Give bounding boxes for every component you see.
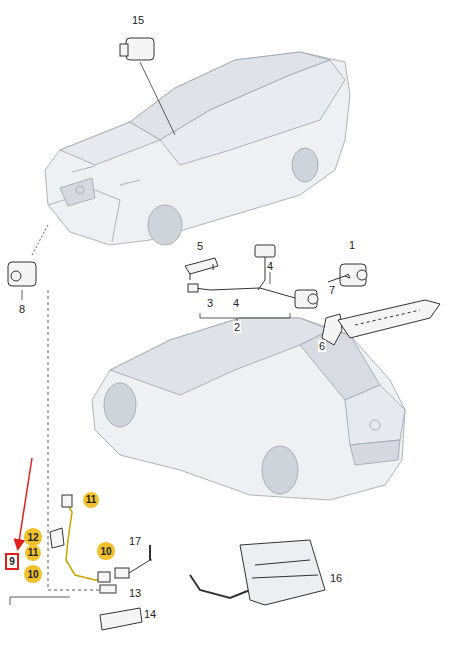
callout-number: 14 — [143, 608, 157, 620]
callout-number: 13 — [128, 587, 142, 599]
highlight-box: 9 — [5, 553, 19, 570]
callout-number: 1 — [348, 239, 356, 251]
callout-badge: 10 — [24, 565, 41, 582]
callout-number: 4 — [232, 297, 240, 309]
callout-number: 5 — [196, 240, 204, 252]
callout-number: 10 — [100, 546, 111, 557]
callout-number: 6 — [318, 340, 326, 352]
upper-car — [45, 52, 350, 245]
callout-number: 17 — [128, 535, 142, 547]
callout-number: 8 — [18, 303, 26, 315]
callout-number: 11 — [86, 494, 97, 505]
callout-number: 15 — [131, 14, 145, 26]
lower-car — [92, 318, 405, 500]
camera-parts — [8, 38, 440, 345]
callout-number: 2 — [233, 321, 241, 333]
bracket-lines — [10, 62, 290, 605]
callout-number: 7 — [328, 284, 336, 296]
callout-number: 9 — [9, 556, 15, 567]
callout-number: 10 — [27, 569, 38, 580]
callout-badge: 12 — [24, 528, 41, 545]
cable-parts — [50, 495, 325, 630]
callout-number: 16 — [329, 572, 343, 584]
callout-badge: 10 — [97, 542, 114, 559]
callout-badge: 11 — [83, 492, 100, 509]
callout-number: 3 — [206, 297, 214, 309]
callout-number: 12 — [27, 532, 38, 543]
callout-badge: 11 — [25, 545, 42, 562]
callout-number: 4 — [266, 260, 274, 272]
callout-number: 11 — [28, 547, 39, 558]
